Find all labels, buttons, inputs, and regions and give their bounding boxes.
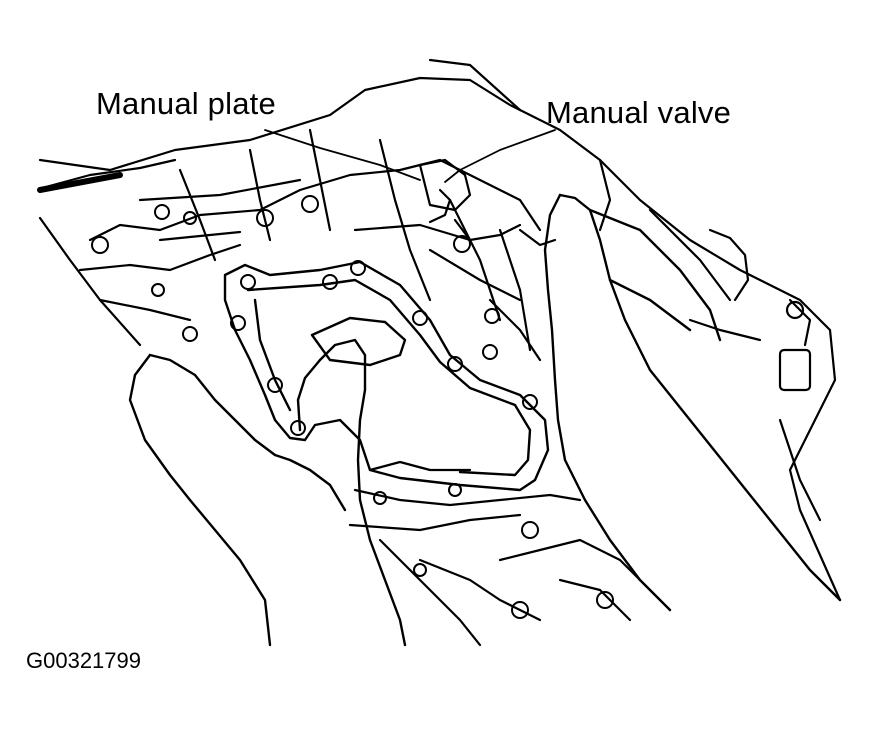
gasket-edge (37, 172, 123, 193)
leader-lines (264, 129, 556, 183)
bolts (91, 195, 614, 619)
lower-case (348, 460, 662, 647)
right-hand (543, 193, 842, 612)
manual-valve-label: Manual valve (546, 95, 732, 130)
valve-body (78, 128, 542, 362)
manual-plate-label: Manual plate (96, 86, 276, 121)
left-hand (128, 338, 407, 647)
figure-id: G00321799 (26, 648, 141, 673)
transmission-case (38, 58, 842, 602)
manual-plate (223, 260, 550, 492)
manual-valve (418, 158, 557, 247)
